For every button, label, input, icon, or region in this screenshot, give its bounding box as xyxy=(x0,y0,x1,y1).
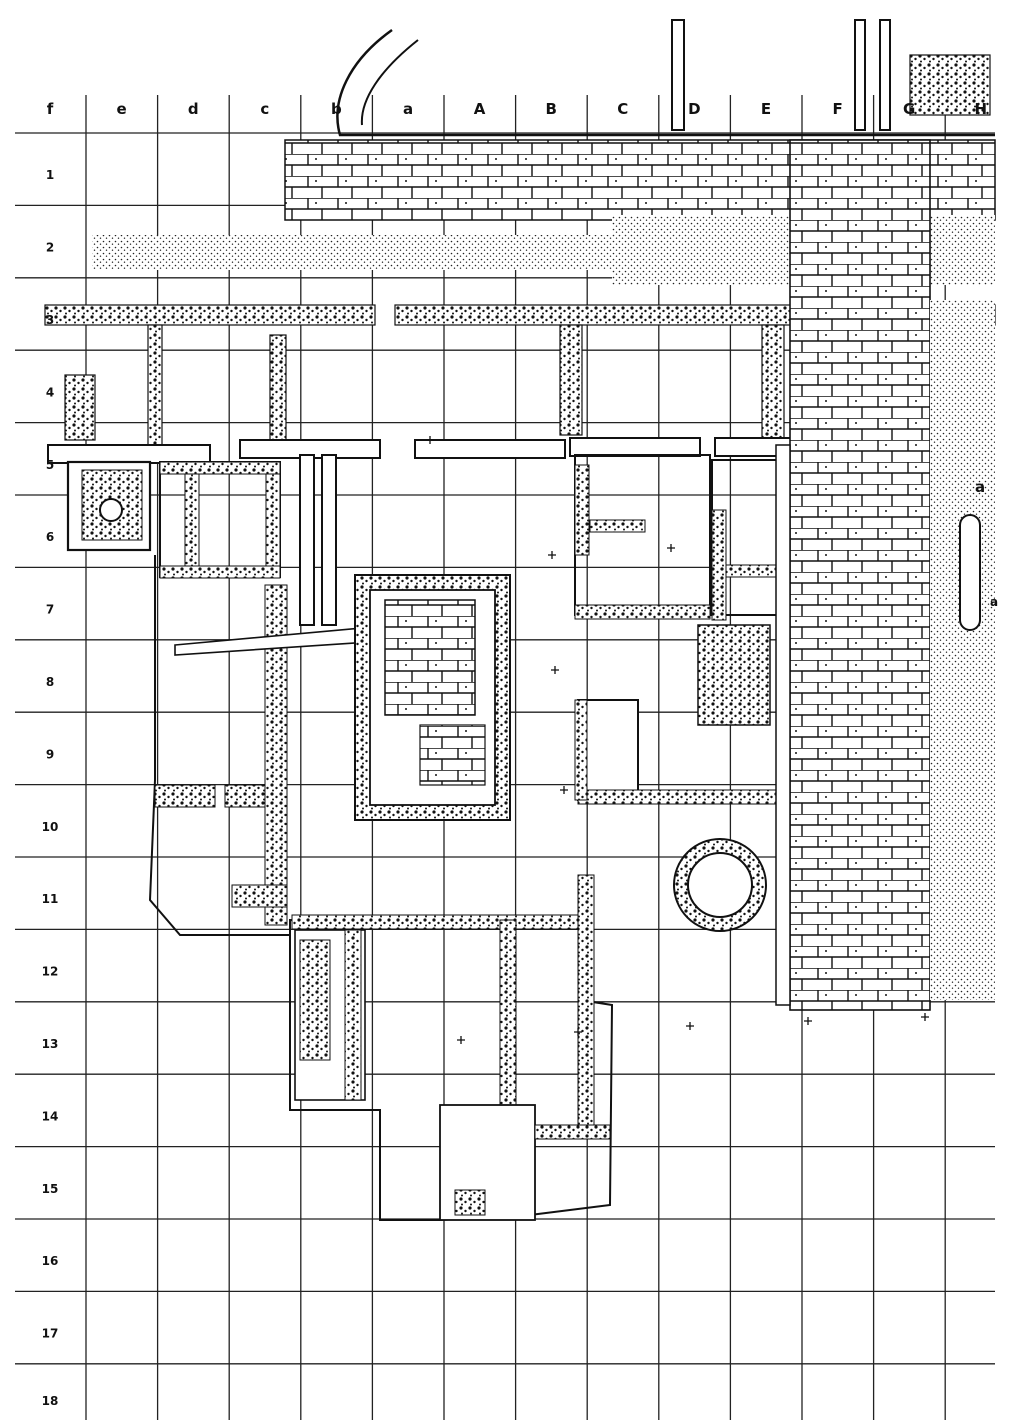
southern-wall-c xyxy=(577,874,595,1136)
column-label-B: B xyxy=(545,100,556,118)
column-label-a: a xyxy=(403,100,413,118)
rubble-line-row2 xyxy=(92,235,612,270)
room-letter-label: a xyxy=(975,478,985,496)
column-label-C: C xyxy=(617,100,628,118)
room-e-wall xyxy=(711,509,727,621)
row-label-12: 12 xyxy=(42,965,59,979)
arch-g xyxy=(959,514,981,631)
room-c-d-wall-mid xyxy=(589,519,646,533)
threshold-d xyxy=(569,437,701,457)
room-c-south-wall xyxy=(577,789,789,805)
room-c-wall-n xyxy=(159,461,281,475)
column-label-d: d xyxy=(188,100,199,118)
room-c-wall-e xyxy=(265,473,281,570)
column-label-c: c xyxy=(260,100,269,118)
row-label-5: 5 xyxy=(46,458,54,472)
southern-room-a-bottom xyxy=(439,1104,536,1221)
room-c-d-wall-w xyxy=(574,464,590,556)
architectural-remains xyxy=(44,19,996,1221)
wall-row4-d xyxy=(761,324,785,446)
room-e-wall-s xyxy=(725,564,782,578)
room-e-rubble xyxy=(697,624,771,726)
central-room-core xyxy=(384,599,476,716)
column-label-A: A xyxy=(474,100,486,118)
row-label-9: 9 xyxy=(46,747,54,761)
wall-row4-c xyxy=(559,324,583,436)
southern-room-b-rubble xyxy=(299,939,331,1061)
edge-letter-label: a xyxy=(990,595,998,609)
room-c-wall-w xyxy=(184,473,200,570)
room-c-wall-s xyxy=(159,565,281,579)
column-label-H: H xyxy=(975,100,988,118)
wall-row3-west xyxy=(44,304,376,326)
column-label-G: G xyxy=(903,100,915,118)
upper-rubble-h xyxy=(909,54,991,116)
row-label-11: 11 xyxy=(42,892,59,906)
row-label-1: 1 xyxy=(46,168,54,182)
column-label-D: D xyxy=(688,100,700,118)
row-label-4: 4 xyxy=(46,385,54,399)
wall-row4-a xyxy=(147,324,163,446)
pillar-b-2 xyxy=(321,454,337,626)
row-label-3: 3 xyxy=(46,313,54,327)
column-label-E: E xyxy=(761,100,771,118)
wall-c-col xyxy=(264,584,288,926)
eastern-wall-f-inner xyxy=(775,444,791,1006)
upper-building-g xyxy=(854,19,866,131)
column-label-b: b xyxy=(331,100,342,118)
southern-wall-row11 xyxy=(291,914,593,930)
row-label-17: 17 xyxy=(42,1327,59,1341)
wall-row4-b xyxy=(269,334,287,441)
threshold-a xyxy=(414,439,566,459)
circular-well-inner xyxy=(687,852,753,918)
room-c-south-wall-w xyxy=(574,699,588,801)
column-label-e: e xyxy=(117,100,127,118)
row-label-10: 10 xyxy=(42,820,59,834)
room-c-d-north xyxy=(574,454,711,616)
row-label-16: 16 xyxy=(42,1254,59,1268)
row-label-8: 8 xyxy=(46,675,54,689)
wall-10-west xyxy=(154,784,216,808)
row-label-7: 7 xyxy=(46,603,54,617)
road-curve xyxy=(336,28,995,137)
round-feature-west xyxy=(99,498,123,522)
upper-building-h xyxy=(879,19,891,131)
eastern-wall-g xyxy=(930,300,995,1000)
pillar-b-1 xyxy=(299,454,315,626)
column-label-F: F xyxy=(832,100,842,118)
row-label-18: 18 xyxy=(42,1394,59,1408)
enclosure-west xyxy=(148,555,290,936)
southern-wall-a xyxy=(499,919,517,1111)
central-room-bench xyxy=(419,724,486,786)
wall-11-west xyxy=(231,884,288,908)
road-curve-inner xyxy=(360,39,419,126)
wall-row4-e xyxy=(64,374,96,441)
threshold-west xyxy=(47,444,211,464)
column-label-f: f xyxy=(47,100,54,118)
eastern-wall-f xyxy=(789,139,931,1011)
southern-room-b-wall xyxy=(344,929,362,1101)
row-label-6: 6 xyxy=(46,530,54,544)
room-c-north xyxy=(159,461,281,578)
southern-wall-b14 xyxy=(534,1124,611,1140)
survey-markers xyxy=(426,436,929,1044)
row-label-14: 14 xyxy=(42,1109,59,1123)
row-label-2: 2 xyxy=(46,241,54,255)
upper-building-d xyxy=(671,19,685,131)
room-c-d-wall-s xyxy=(574,604,711,620)
southern-room-a-rubble xyxy=(454,1189,486,1216)
row-label-15: 15 xyxy=(42,1182,59,1196)
row-label-13: 13 xyxy=(42,1037,59,1051)
